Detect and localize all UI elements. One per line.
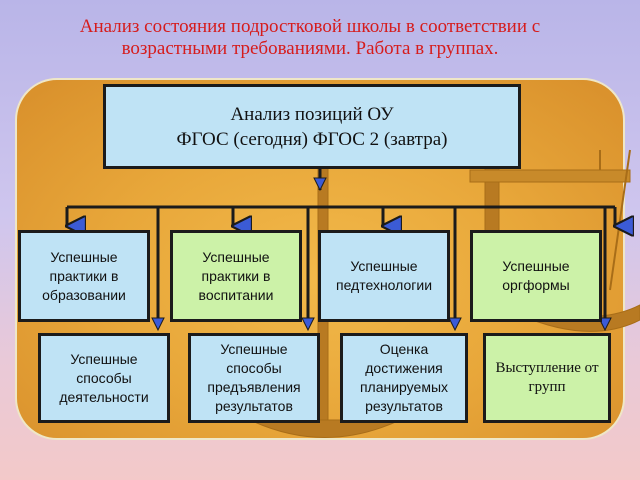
down-arrow-icon [301,317,315,332]
down-arrow-icon [448,317,462,332]
header-line-1: Анализ позиций ОУ [230,103,394,125]
box-label: Успешные практики в образовании [42,248,126,303]
header-line-2: ФГОС (сегодня) ФГОС 2 (завтра) [176,128,448,150]
box-orgforms: Успешные оргформы [470,230,602,322]
box-label: Успешные способы деятельности [59,350,149,405]
box-label: Выступление от групп [495,360,599,395]
box-group-presentations: Выступление от групп [483,333,611,423]
box-label: Успешные практики в воспитании [198,248,274,303]
box-label: Оценка достижения планируемых результато… [359,341,449,414]
page-title: Анализ состояния подростковой школы в со… [79,16,541,59]
header-box: Анализ позиций ОУ ФГОС (сегодня) ФГОС 2 … [103,84,521,169]
box-label: Успешные педтехнологии [335,258,433,293]
box-activity-methods: Успешные способы деятельности [38,333,170,423]
box-practices-upbringing: Успешные практики в воспитании [170,230,302,322]
down-arrow-icon [313,177,327,192]
box-label: Успешные способы предъявления результато… [207,341,301,414]
box-practices-education: Успешные практики в образовании [18,230,150,322]
box-result-assessment: Оценка достижения планируемых результато… [340,333,468,423]
box-result-presentation: Успешные способы предъявления результато… [188,333,320,423]
box-label: Успешные оргформы [502,258,570,293]
down-arrow-icon [598,317,612,332]
box-pedtechnologies: Успешные педтехнологии [318,230,450,322]
down-arrow-icon [151,317,165,332]
